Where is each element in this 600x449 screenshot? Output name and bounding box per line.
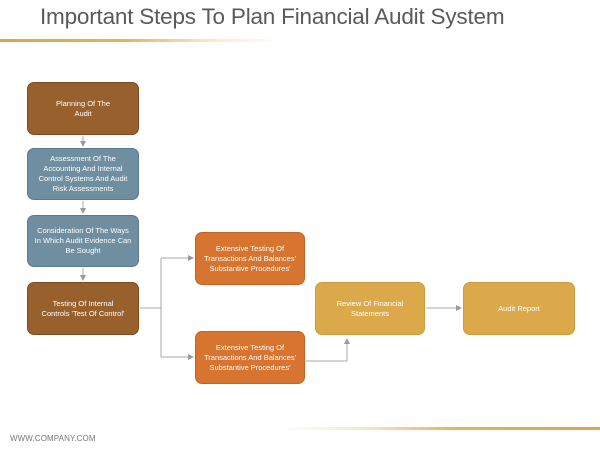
- step-label: Review Of Financial Statements: [336, 298, 404, 318]
- page-title: Important Steps To Plan Financial Audit …: [40, 4, 505, 29]
- step-testing-internal-controls: Testing Of Internal Controls 'Test Of Co…: [27, 282, 139, 335]
- step-label: Extensive Testing Of Transactions And Ba…: [203, 342, 297, 372]
- step-consideration: Consideration Of The Ways In Which Audit…: [27, 215, 139, 267]
- step-assessment: Assessment Of The Accounting And Interna…: [27, 148, 139, 200]
- step-label: Audit Report: [498, 303, 540, 313]
- step-planning: Planning Of The Audit: [27, 82, 139, 135]
- step-extensive-testing-2: Extensive Testing Of Transactions And Ba…: [195, 331, 305, 384]
- footer-website: WWW.COMPANY.COM: [10, 434, 96, 443]
- step-extensive-testing-1: Extensive Testing Of Transactions And Ba…: [195, 232, 305, 285]
- step-label: Testing Of Internal Controls 'Test Of Co…: [41, 298, 125, 318]
- step-review-financial-statements: Review Of Financial Statements: [315, 282, 425, 335]
- step-label: Extensive Testing Of Transactions And Ba…: [203, 243, 297, 273]
- step-label: Consideration Of The Ways In Which Audit…: [34, 226, 132, 255]
- top-accent-line: [0, 39, 280, 42]
- step-label: Assessment Of The Accounting And Interna…: [38, 154, 128, 193]
- step-label: Planning Of The Audit: [55, 98, 111, 118]
- arrow-extensive-2-to-review: [306, 338, 350, 362]
- step-audit-report: Audit Report: [463, 282, 575, 335]
- bottom-accent-line: [280, 427, 600, 430]
